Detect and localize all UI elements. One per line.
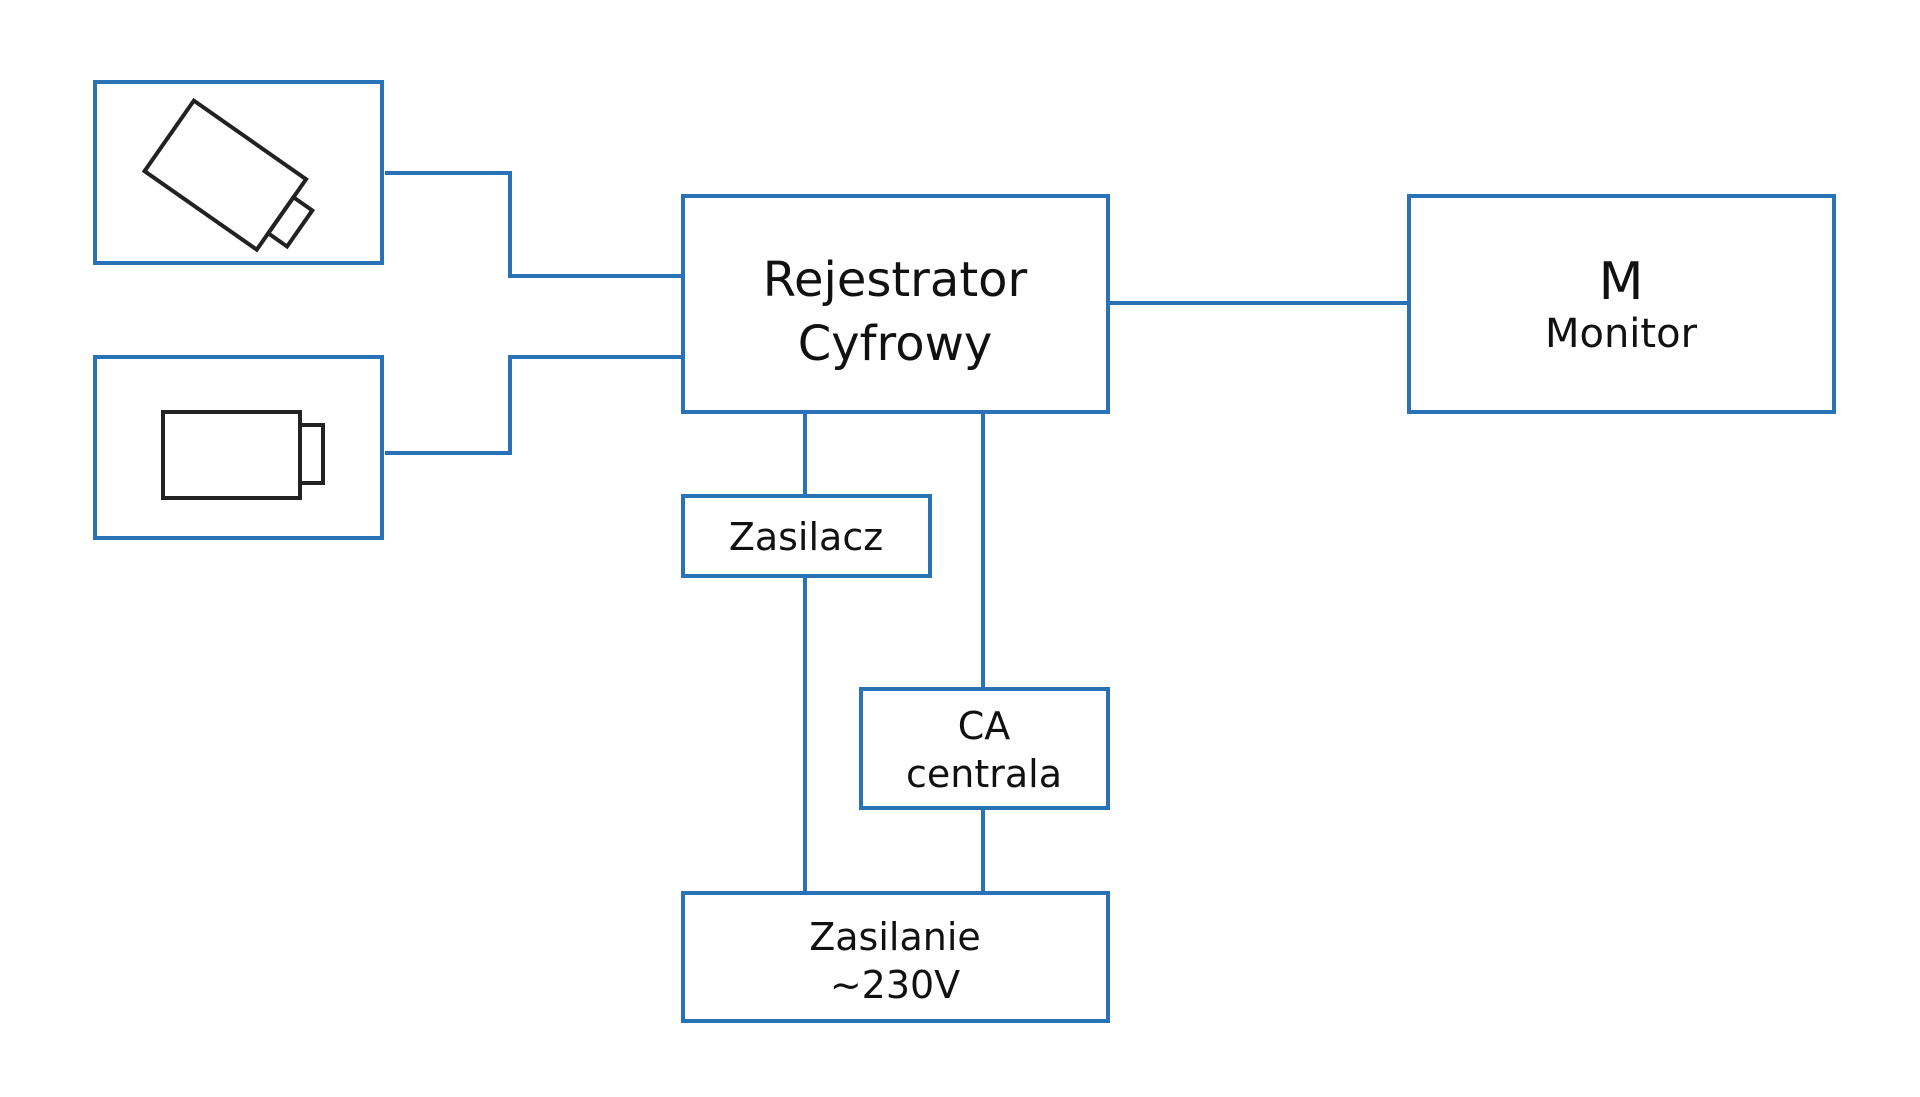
alarm-panel-label-line2: centrala bbox=[906, 752, 1062, 796]
camera-1-frame bbox=[93, 80, 384, 265]
camera-icon bbox=[141, 97, 316, 253]
wire-camera1-recorder bbox=[385, 171, 681, 278]
recorder-label-line1: Rejestrator bbox=[763, 252, 1028, 308]
camera-lens bbox=[265, 194, 316, 250]
camera-icon bbox=[161, 410, 325, 500]
monitor-label: Monitor bbox=[1545, 311, 1698, 357]
monitor-box: M Monitor bbox=[1407, 194, 1836, 414]
mains-label-line1: Zasilanie bbox=[809, 915, 981, 959]
mains-label-line2: ~230V bbox=[830, 963, 960, 1007]
mains-box: Zasilanie ~230V bbox=[681, 891, 1110, 1023]
monitor-symbol: M bbox=[1599, 252, 1644, 312]
camera-lens bbox=[298, 423, 325, 485]
recorder-label-line2: Cyfrowy bbox=[798, 316, 993, 372]
alarm-panel-frame bbox=[859, 687, 1110, 810]
mains-frame bbox=[681, 891, 1110, 1023]
power-supply-label: Zasilacz bbox=[729, 515, 883, 559]
monitor-frame bbox=[1407, 194, 1836, 414]
power-supply-box: Zasilacz bbox=[681, 494, 932, 578]
wires bbox=[385, 171, 1407, 891]
camera-1-box bbox=[93, 80, 384, 265]
power-supply-frame bbox=[681, 494, 932, 578]
wire-camera2-recorder bbox=[385, 355, 681, 455]
recorder-box: Rejestrator Cyfrowy bbox=[681, 194, 1110, 414]
camera-2-frame bbox=[93, 355, 384, 540]
alarm-panel-box: CA centrala bbox=[859, 687, 1110, 810]
camera-2-box bbox=[93, 355, 384, 540]
recorder-frame bbox=[681, 194, 1110, 414]
alarm-panel-label-line1: CA bbox=[958, 704, 1011, 748]
